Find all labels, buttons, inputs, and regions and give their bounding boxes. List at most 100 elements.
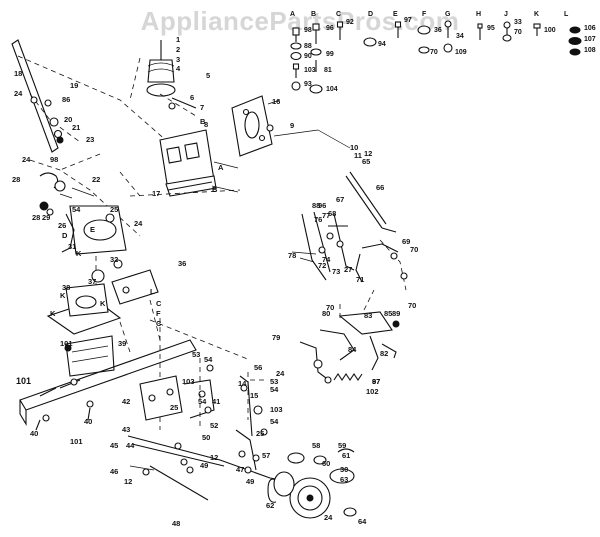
part-callout-p32: 32 [110, 255, 118, 264]
part-callout-p6: 6 [190, 93, 194, 102]
part-callout-p70b: 70 [408, 301, 416, 310]
part-callout-p80: 80 [322, 309, 330, 318]
hardware-column-letter: J [504, 11, 508, 18]
part-callout-p101b: 101 [60, 339, 73, 348]
part-callout-p54e: 54 [72, 205, 81, 214]
part-callout-p19: 19 [70, 81, 78, 90]
hardware-part-number: 70 [514, 29, 522, 36]
hardware-part-number: 108 [584, 47, 596, 54]
part-callout-p37: 37 [88, 277, 96, 286]
part-callout-p77: 77 [322, 211, 330, 220]
frame-plates [19, 269, 251, 431]
part-callout-p72: 72 [318, 261, 326, 270]
part-callout-p28b: 28 [32, 213, 40, 222]
hardware-column-letter: E [393, 11, 398, 18]
part-callout-p71: 71 [356, 275, 364, 284]
hardware-part-number: 98 [304, 27, 312, 34]
washer-icon [363, 37, 377, 47]
part-callout-p12c: 12 [210, 453, 218, 462]
part-callout-K2: K [60, 291, 66, 300]
hardware-part-number: 96 [326, 25, 334, 32]
part-callout-p48: 48 [172, 519, 180, 528]
part-callout-p70c: 70 [326, 303, 334, 312]
part-callout-F1: F [156, 309, 161, 318]
part-callout-p24c: 24 [134, 219, 143, 228]
part-callout-p98: 98 [50, 155, 58, 164]
hardware-column-letter: H [476, 11, 482, 18]
nut-icon [309, 84, 323, 94]
bracket-16 [231, 95, 351, 157]
part-callout-p43: 43 [122, 425, 130, 434]
part-callout-p12b: 12 [124, 477, 132, 486]
part-callout-p59: 59 [338, 441, 346, 450]
hardware-column-letter: B [311, 11, 317, 18]
hardware-column-letter: C [336, 11, 342, 18]
nut-icon [443, 43, 453, 53]
drive-linkage [235, 372, 357, 519]
part-callout-p22: 22 [92, 175, 100, 184]
part-callout-p10: 10 [350, 143, 358, 152]
part-callout-p14: 14 [238, 379, 247, 388]
part-callout-p101a: 101 [16, 376, 31, 386]
part-callout-p65: 65 [362, 157, 370, 166]
washer-icon [290, 51, 302, 61]
hardware-part-number: 106 [584, 25, 596, 32]
part-callout-B2: B [212, 185, 218, 194]
part-callout-p102: 102 [366, 387, 379, 396]
hardware-glyphs [290, 20, 582, 94]
part-callout-p27: 27 [344, 265, 352, 274]
hardware-column-letter: F [422, 11, 427, 18]
part-callout-p7: 7 [200, 103, 204, 112]
part-callout-p17: 17 [152, 189, 160, 198]
part-callout-p88: 88 [312, 201, 320, 210]
hardware-column-letter: K [534, 11, 540, 18]
part-callout-p3: 3 [176, 55, 180, 64]
part-callout-p62: 62 [266, 501, 274, 510]
part-callout-C2: C [156, 319, 162, 328]
part-callout-C1: C [156, 299, 162, 308]
part-callout-p45: 45 [110, 441, 118, 450]
part-callout-p54d: 54 [270, 417, 279, 426]
hardware-part-number: 92 [346, 19, 354, 26]
part-callout-p86: 86 [62, 95, 70, 104]
hardware-part-number: 97 [404, 17, 412, 24]
part-callout-p5: 5 [206, 71, 210, 80]
part-callout-p63: 63 [340, 475, 348, 484]
part-callout-D1: D [62, 231, 68, 240]
hardware-part-number: 33 [514, 19, 522, 26]
part-callout-p24a: 24 [14, 89, 23, 98]
hardware-part-number: 104 [326, 86, 338, 93]
part-callout-p84: 84 [348, 345, 357, 354]
part-callout-p36: 36 [178, 259, 186, 268]
part-callout-p47: 47 [236, 465, 244, 474]
part-callout-p69: 69 [402, 237, 410, 246]
washer-icon [310, 48, 322, 56]
part-callout-p39: 39 [118, 339, 126, 348]
part-callout-p2: 2 [176, 45, 180, 54]
washer-icon [417, 25, 431, 35]
part-callout-p58: 58 [312, 441, 320, 450]
part-callout-p54b: 54 [270, 385, 279, 394]
hardware-part-number: 109 [455, 49, 467, 56]
part-callout-p8: 8 [204, 120, 208, 129]
part-callout-p40a: 40 [30, 429, 38, 438]
part-callout-p29: 29 [42, 213, 50, 222]
part-callout-p76: 76 [314, 215, 322, 224]
part-callout-p46: 46 [110, 467, 118, 476]
part-callout-p11: 11 [354, 151, 362, 160]
part-callout-p83: 83 [364, 311, 372, 320]
part-callout-p41: 41 [212, 397, 220, 406]
part-callout-p28: 28 [12, 175, 20, 184]
part-callout-p12: 12 [364, 149, 372, 158]
part-callout-p68: 68 [328, 209, 336, 218]
part-callout-p78: 78 [288, 251, 296, 260]
part-callout-p103b: 103 [270, 405, 283, 414]
part-callout-p25b: 25 [170, 403, 178, 412]
part-callout-p18: 18 [14, 69, 22, 78]
hardware-part-number: 95 [487, 25, 495, 32]
bracket-103 [127, 358, 283, 501]
part-callout-p54c: 54 [198, 397, 207, 406]
hardware-part-number: 100 [544, 27, 556, 34]
part-callout-B1: B [200, 117, 206, 126]
